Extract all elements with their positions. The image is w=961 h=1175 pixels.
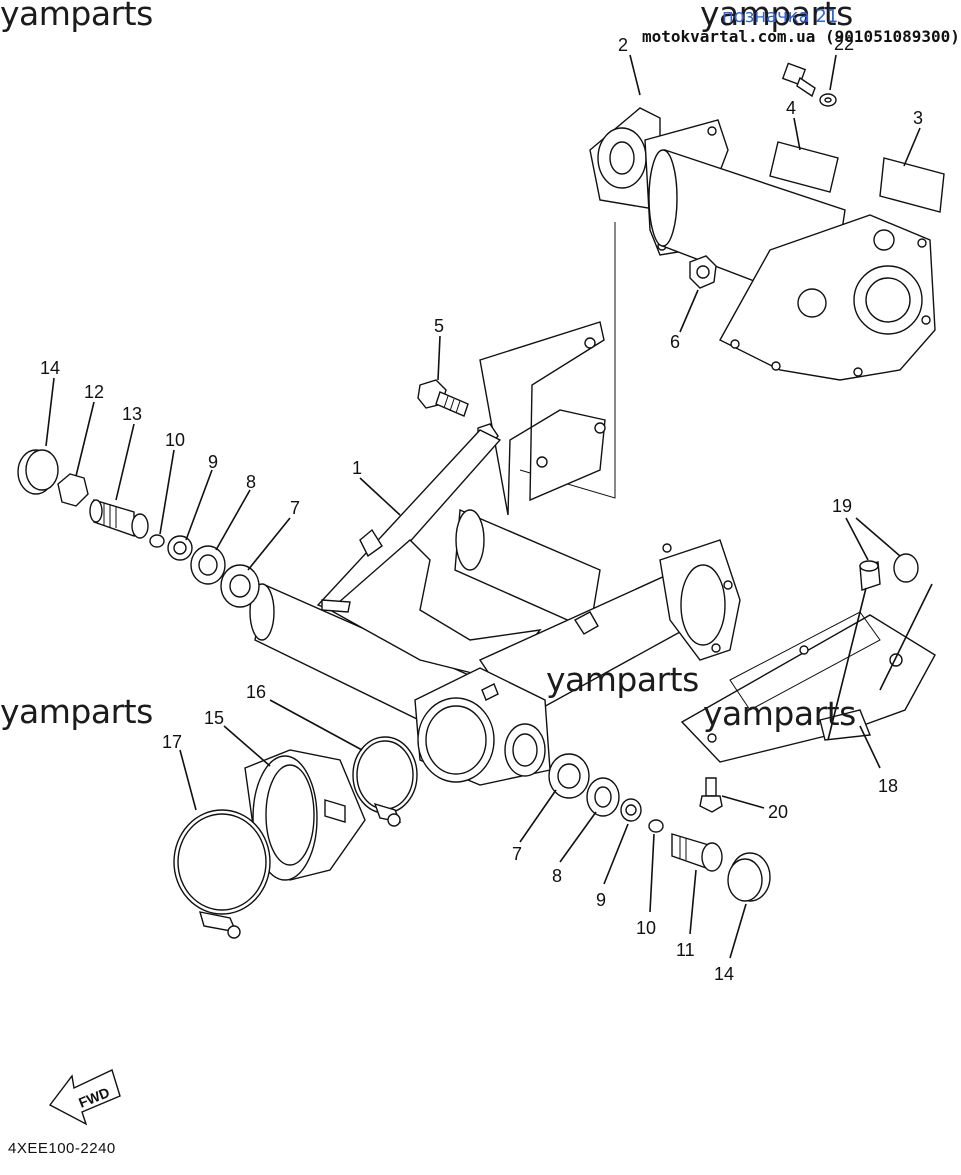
guard-part-18 <box>680 611 936 763</box>
callout-14-right: 14 <box>714 964 734 984</box>
cap-part-19 <box>859 553 919 591</box>
nut-part-6 <box>689 255 717 289</box>
callout-6: 6 <box>670 332 680 352</box>
right-bearing-stack <box>548 753 771 902</box>
callout-9-right: 9 <box>596 890 606 910</box>
left-bearing-stack <box>17 449 260 608</box>
overlay-subtitle: motokvartal.com.ua (901051089300) <box>642 27 960 46</box>
axle-housing-part-2 <box>519 107 945 499</box>
callout-15: 15 <box>204 708 224 728</box>
callout-2: 2 <box>618 35 628 55</box>
callout-4: 4 <box>786 98 796 118</box>
callout-22: 22 <box>834 34 854 54</box>
bracket <box>479 321 606 516</box>
callout-10-left: 10 <box>165 430 185 450</box>
watermark-center-right: yamparts <box>703 694 856 733</box>
callout-18: 18 <box>878 776 898 796</box>
callout-1: 1 <box>352 458 362 478</box>
fwd-arrow-icon: FWD <box>48 1069 121 1126</box>
callout-8-right: 8 <box>552 866 562 886</box>
leader-lines <box>45 54 933 959</box>
callout-11: 11 <box>676 940 695 960</box>
callout-14-left: 14 <box>40 358 60 378</box>
watermark-top-right: yamparts <box>700 0 853 33</box>
watermark-center: yamparts <box>546 660 699 699</box>
watermark-middle-left: yamparts <box>0 692 153 731</box>
watermark-top-left: yamparts <box>0 0 153 33</box>
swing-arm-part-1 <box>249 429 741 786</box>
clamp-part-17 <box>173 809 271 939</box>
callout-numbers: 1 2 3 4 5 6 7 7 8 8 9 9 10 10 11 12 13 1… <box>40 34 923 984</box>
callout-17: 17 <box>162 732 182 752</box>
diagram-code: 4XEE100-2240 <box>8 1140 116 1157</box>
bolt-part-20 <box>699 777 723 813</box>
overlay-title: позначка 21 <box>722 6 839 27</box>
callout-19: 19 <box>832 496 852 516</box>
callout-5: 5 <box>434 316 444 336</box>
callout-13: 13 <box>122 404 142 424</box>
callout-20: 20 <box>768 802 788 822</box>
callout-10-right: 10 <box>636 918 656 938</box>
callout-8-left: 8 <box>246 472 256 492</box>
callout-12: 12 <box>84 382 104 402</box>
callout-3: 3 <box>913 108 923 128</box>
callout-7-left: 7 <box>290 498 300 518</box>
callout-16: 16 <box>246 682 266 702</box>
callout-7-right: 7 <box>512 844 522 864</box>
callout-9-left: 9 <box>208 452 218 472</box>
bolt-part-22 <box>781 62 837 107</box>
clamp-part-16 <box>352 736 418 827</box>
